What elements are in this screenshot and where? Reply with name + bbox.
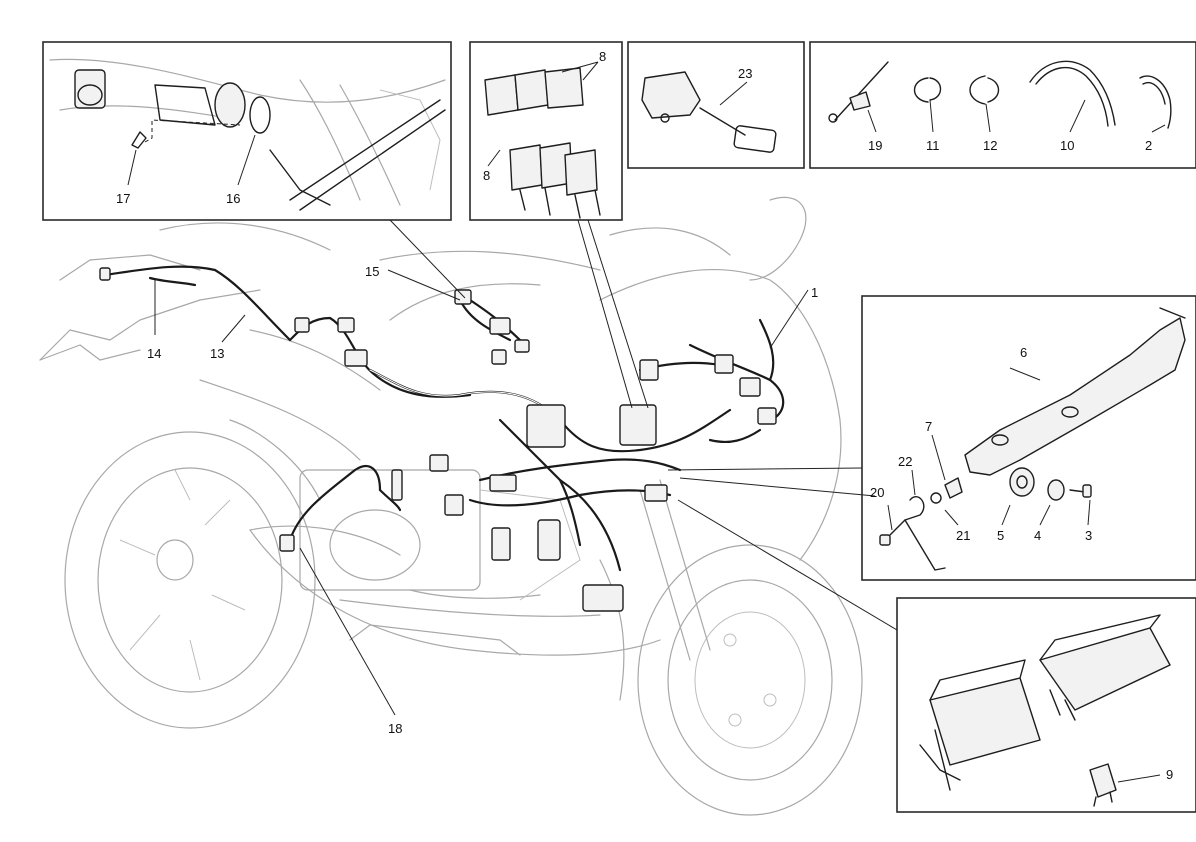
cable-tie [834,61,889,121]
callout-3: 3 [1085,528,1092,543]
motorcycle-outline [39,196,863,816]
inset-fuse-box [896,597,1196,813]
callout-10: 10 [1060,138,1074,153]
callout-labels: 1 2 3 4 5 6 7 8 8 9 10 11 12 13 14 15 16… [116,49,1173,782]
callout-22: 22 [898,454,912,469]
callout-5: 5 [997,528,1004,543]
fuse-box-right [1039,627,1171,711]
callout-23: 23 [738,66,752,81]
bracket [964,317,1186,476]
washer [1047,479,1065,501]
callout-18: 18 [388,721,402,736]
callout-8a: 8 [599,49,606,64]
screw-17 [131,131,147,149]
leader-lines [154,219,898,716]
callout-21: 21 [956,528,970,543]
guide-10 [1029,60,1116,126]
main-wiring-harness [103,265,785,572]
fuse [1089,763,1117,798]
callout-12: 12 [983,138,997,153]
callout-13: 13 [210,346,224,361]
callout-11: 11 [926,138,940,153]
clamp-12 [969,75,1000,105]
callout-19: 19 [868,138,882,153]
callout-17: 17 [116,191,130,206]
grommet [1009,467,1035,497]
callout-9: 9 [1166,767,1173,782]
callout-16: 16 [226,191,240,206]
harness-connectors [99,267,777,612]
inset-connector-cap [627,41,805,169]
o-ring [249,96,271,134]
inset-small-parts [809,41,1196,169]
callout-6: 6 [1020,345,1027,360]
inset-relays [469,41,623,221]
callout-20: 20 [870,485,884,500]
callout-15: 15 [365,264,379,279]
clamp-11 [913,77,942,103]
callout-4: 4 [1034,528,1041,543]
inset-bracket [861,295,1196,581]
callout-7: 7 [925,419,932,434]
callout-14: 14 [147,346,161,361]
guide-2 [1139,75,1172,129]
inset-connector-seal [42,41,452,221]
callout-2: 2 [1145,138,1152,153]
fuse-box-left [929,677,1041,766]
wire-clip [904,496,946,571]
callout-8b: 8 [483,168,490,183]
callout-1: 1 [811,285,818,300]
clip-7 [944,477,963,499]
